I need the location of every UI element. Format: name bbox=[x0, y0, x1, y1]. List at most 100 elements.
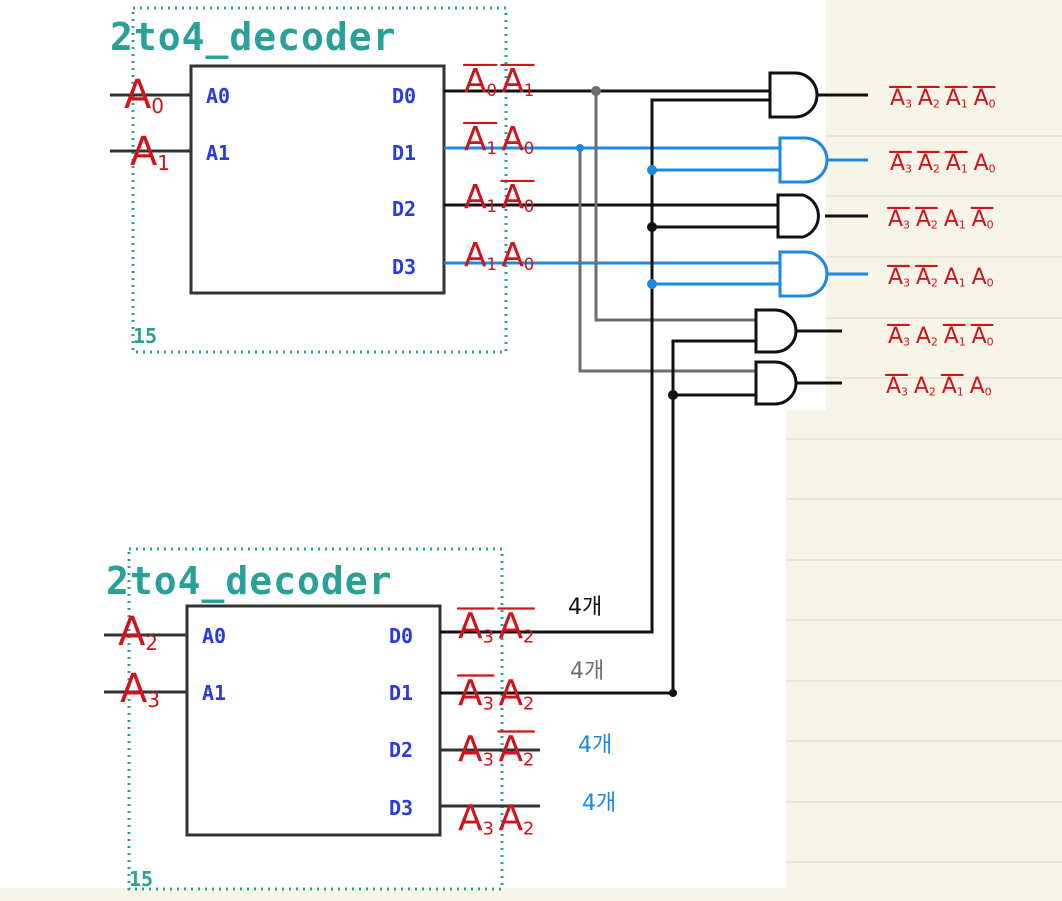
gate-output-label-3-term-letter: A bbox=[944, 265, 959, 290]
decoder-top-body bbox=[189, 64, 446, 295]
gate-output-label-5-term-letter: A bbox=[914, 374, 929, 399]
decoder-bottom-title: 2to4_decoder bbox=[106, 559, 393, 603]
gate-output-label-1-term-letter: A bbox=[974, 151, 989, 176]
count-label-1: 4개 bbox=[570, 659, 604, 684]
gate-output-label-2-term-letter: A bbox=[916, 207, 931, 232]
gate-output-label-1-term-letter: A bbox=[918, 151, 933, 176]
decoder-bottom-output-label-d3-term-letter: A bbox=[458, 798, 483, 839]
decoder-bottom-pin-d2: D2 bbox=[389, 738, 413, 762]
wire-gray-branch-d1 bbox=[578, 148, 756, 373]
decoder-bottom-output-label-d3-term-letter: A bbox=[498, 798, 523, 839]
decoder-bottom-output-label-d0-term-subscript: 2 bbox=[523, 626, 534, 647]
gate-output-label-3-term-subscript: 2 bbox=[931, 277, 938, 290]
gate-output-label-2-term-subscript: 0 bbox=[987, 219, 994, 232]
decoder-top-output-label-d3-term-letter: A bbox=[501, 235, 524, 274]
gate-output-label-4-term-subscript: 3 bbox=[903, 336, 910, 349]
decoder-bottom-pin-a1: A1 bbox=[202, 681, 226, 705]
gate-output-label-1-term-subscript: 3 bbox=[905, 163, 912, 176]
decoder-top-output-label-d3-term-letter: A bbox=[464, 235, 487, 274]
gate-output-label-0-term-letter: A bbox=[946, 86, 961, 111]
decoder-top-input-label-1-term-letter: A bbox=[130, 129, 158, 175]
decoder-top-output-label-d0-term-letter: A bbox=[464, 61, 487, 100]
gate-output-label-3-term-subscript: 0 bbox=[987, 277, 994, 290]
count-label-0: 4개 bbox=[568, 595, 602, 620]
decoder-top-pin-d2: D2 bbox=[392, 197, 416, 221]
wire-gray-branch-d0 bbox=[594, 91, 758, 322]
gate-output-label-1-term-letter: A bbox=[890, 151, 905, 176]
gate-output-label-3-term-subscript: 1 bbox=[959, 277, 966, 290]
gate-output-label-4-term-letter: A bbox=[916, 324, 931, 349]
wire-bottom-d1 bbox=[440, 339, 756, 695]
gate-output-label-3-term-letter: A bbox=[916, 265, 931, 290]
and-gate-2 bbox=[778, 136, 868, 184]
gate-output-label-3-term-subscript: 3 bbox=[903, 277, 910, 290]
gate-output-label-5-term-subscript: 2 bbox=[929, 386, 936, 399]
decoder-top-pin-d3: D3 bbox=[392, 255, 416, 279]
gate-output-label-0-term-subscript: 0 bbox=[989, 98, 996, 111]
count-label-2: 4개 bbox=[578, 733, 612, 758]
gate-output-label-4-term-letter: A bbox=[888, 324, 903, 349]
decoder-bottom-pin-d3: D3 bbox=[389, 796, 413, 820]
decoder-top-input-label-0-term-subscript: 0 bbox=[151, 94, 164, 118]
decoder-bottom-body bbox=[185, 604, 442, 837]
decoder-bottom-input-label-0-term-subscript: 2 bbox=[145, 631, 158, 655]
decoder-top-title: 2to4_decoder bbox=[110, 15, 397, 59]
decoder-bottom-part-number: 15 bbox=[129, 867, 153, 891]
decoder-bottom-output-label-d3-term-subscript: 2 bbox=[523, 818, 534, 839]
gate-output-label-0-term-subscript: 3 bbox=[905, 98, 912, 111]
decoder-bottom-output-label-d1-term-subscript: 3 bbox=[482, 693, 493, 714]
gate-output-label-5-term-subscript: 0 bbox=[985, 386, 992, 399]
decoder-top-output-label-d1-term-letter: A bbox=[501, 119, 524, 158]
decoder-bottom-output-label-d2-term-letter: A bbox=[458, 729, 483, 770]
decoder-top-part-number: 15 bbox=[133, 324, 157, 348]
and-gates bbox=[754, 71, 868, 406]
decoder-top-output-label-d2-term-letter: A bbox=[501, 177, 524, 216]
and-gate-1 bbox=[768, 71, 868, 119]
decoder-bottom-pin-a0: A0 bbox=[202, 624, 226, 648]
wire-bottom-d0 bbox=[440, 98, 770, 634]
decoder-bottom-output-label-d2-term-subscript: 2 bbox=[523, 749, 534, 770]
gate-output-label-0-term-letter: A bbox=[890, 86, 905, 111]
decoder-bottom-output-label-d0-term-letter: A bbox=[498, 606, 523, 647]
gate-output-label-2-term-letter: A bbox=[888, 207, 903, 232]
decoder-bottom-input-label-1-term-subscript: 3 bbox=[147, 688, 160, 712]
and-gate-6 bbox=[754, 360, 842, 406]
decoder-top-output-label-d2-term-letter: A bbox=[464, 177, 487, 216]
decoder-bottom-output-label-d2-term-subscript: 3 bbox=[482, 749, 493, 770]
decoder-bottom-pin-d0: D0 bbox=[389, 624, 413, 648]
decoder-bottom-output-label-d1-term-letter: A bbox=[458, 673, 483, 714]
decoder-top-input-label-1-term-subscript: 1 bbox=[157, 151, 170, 175]
gate-output-label-5-term-letter: A bbox=[942, 374, 957, 399]
gate-output-label-2-term-subscript: 2 bbox=[931, 219, 938, 232]
decoder-top-output-label-d2-term-subscript: 1 bbox=[486, 197, 497, 216]
gate-output-label-4-term-letter: A bbox=[972, 324, 987, 349]
gate-output-label-1-term-subscript: 1 bbox=[961, 163, 968, 176]
gate-output-label-2-term-subscript: 3 bbox=[903, 219, 910, 232]
gate-output-label-0-term-letter: A bbox=[918, 86, 933, 111]
gate-output-label-5-term-subscript: 1 bbox=[957, 386, 964, 399]
gate-output-label-1-term-subscript: 2 bbox=[933, 163, 940, 176]
decoder-bottom-output-label-d1-term-letter: A bbox=[498, 673, 523, 714]
junction-dot bbox=[591, 86, 601, 96]
decoder-top-output-label-d1-term-subscript: 1 bbox=[486, 139, 497, 158]
gate-output-label-3-term-letter: A bbox=[972, 265, 987, 290]
gate-output-label-1-term-letter: A bbox=[946, 151, 961, 176]
gate-output-label-0-term-subscript: 1 bbox=[961, 98, 968, 111]
gate-output-label-4-term-subscript: 0 bbox=[987, 336, 994, 349]
junction-dot bbox=[669, 689, 677, 697]
